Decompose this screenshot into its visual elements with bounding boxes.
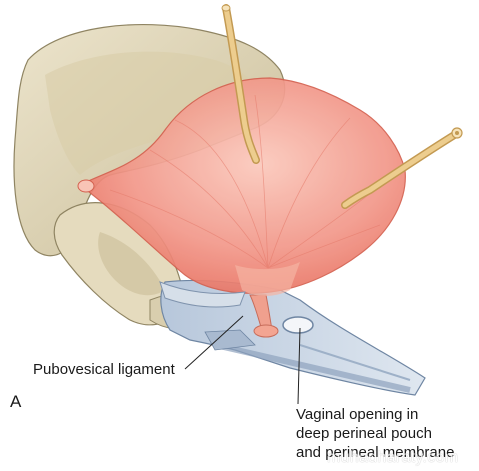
ureter-left: [221, 4, 260, 164]
leader-line-pubovesical: [184, 315, 244, 370]
vaginal-label-line-1: Vaginal opening in: [296, 406, 419, 423]
vaginal-label-line-2: deep perineal pouch: [296, 425, 432, 442]
leader-line-vaginal: [297, 327, 301, 405]
watermark: muhadharaty.com: [327, 449, 459, 466]
panel-letter: A: [10, 392, 22, 411]
pubovesical-ligament: [159, 281, 246, 308]
vaginal-opening: [282, 316, 314, 334]
vaginal-label-line-3: and perineal membrane: [296, 444, 455, 461]
ureter-right: [341, 127, 463, 209]
vaginal-opening-label: Vaginal opening in deep perineal pouch a…: [296, 405, 454, 462]
urinary-bladder: [77, 77, 406, 296]
pubovesical-ligament-label: Pubovesical ligament: [33, 361, 175, 378]
